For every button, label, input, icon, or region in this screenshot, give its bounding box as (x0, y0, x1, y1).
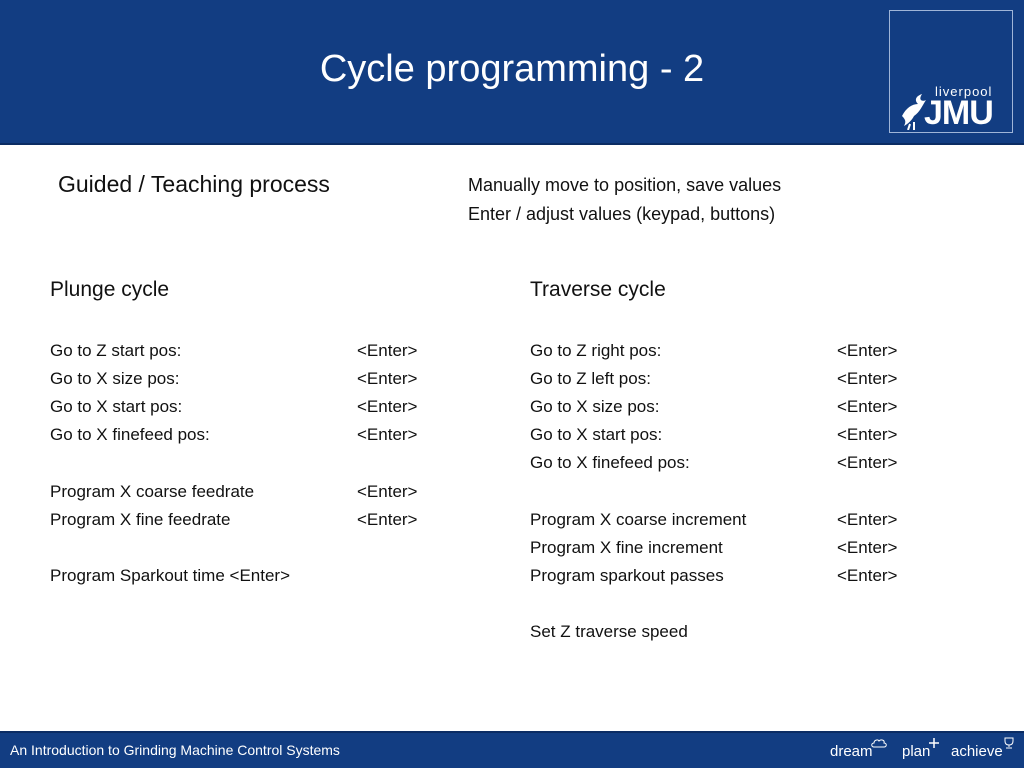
traverse-cycle-title: Traverse cycle (530, 278, 666, 301)
traverse-row-label: Go to Z left pos: (530, 369, 651, 388)
traverse-row-key: <Enter> (837, 453, 898, 472)
liver-bird-icon (902, 94, 926, 130)
trophy-icon (1004, 737, 1014, 749)
plunge-cycle-title: Plunge cycle (50, 278, 170, 301)
plunge-row-key: <Enter> (357, 341, 418, 360)
plunge-row-key: <Enter> (357, 510, 418, 529)
plunge-row-label: Program X coarse feedrate (50, 482, 255, 501)
traverse-row-key: <Enter> (837, 369, 898, 388)
footer-bar: An Introduction to Grinding Machine Cont… (0, 731, 1024, 768)
traverse-row-key: <Enter> (837, 538, 898, 557)
plunge-row-key: <Enter> (357, 397, 418, 416)
traverse-row-key: <Enter> (837, 341, 898, 360)
slide-content: Guided / Teaching process Manually move … (0, 145, 1024, 731)
traverse-row-key: <Enter> (837, 397, 898, 416)
traverse-row-label: Go to X finefeed pos: (530, 453, 690, 472)
traverse-row-label: Program sparkout passes (530, 566, 724, 585)
traverse-row-label: Program X coarse increment (530, 510, 747, 529)
logo-liverpool-text: liverpool (935, 84, 993, 99)
footer-course-title: An Introduction to Grinding Machine Cont… (10, 742, 340, 758)
plunge-row-label: Program Sparkout time <Enter> (50, 566, 291, 585)
header-bar: Cycle programming - 2 liverpool JMU (0, 0, 1024, 145)
plunge-row-key: <Enter> (357, 425, 418, 444)
tagline-achieve: achieve (951, 737, 1014, 760)
plunge-row-label: Go to X start pos: (50, 397, 183, 416)
traverse-row-label: Go to X size pos: (530, 397, 660, 416)
tagline-dream: dream (830, 739, 887, 760)
plunge-row-label: Go to X finefeed pos: (50, 425, 210, 444)
plunge-row-label: Go to Z start pos: (50, 341, 182, 360)
plunge-row-label: Go to X size pos: (50, 369, 180, 388)
traverse-row-key: <Enter> (837, 566, 898, 585)
traverse-row-label: Go to Z right pos: (530, 341, 662, 360)
plus-icon (929, 738, 939, 748)
manual-line-1: Manually move to position, save values (468, 175, 782, 195)
slide-title: Cycle programming - 2 (319, 48, 705, 90)
plunge-row-key: <Enter> (357, 482, 418, 501)
tagline-achieve-text: achieve (951, 743, 1003, 760)
tagline-dream-text: dream (830, 743, 873, 760)
traverse-row-label: Set Z traverse speed (530, 622, 688, 641)
cloud-icon (871, 739, 887, 748)
traverse-row-label: Program X fine increment (530, 538, 723, 557)
plunge-row-label: Program X fine feedrate (50, 510, 231, 529)
guided-heading: Guided / Teaching process (58, 171, 330, 197)
tagline-plan-text: plan (902, 743, 931, 760)
jmu-logo: liverpool JMU (889, 10, 1013, 133)
plunge-row-key: <Enter> (357, 369, 418, 388)
traverse-row-key: <Enter> (837, 510, 898, 529)
manual-line-2: Enter / adjust values (keypad, buttons) (468, 204, 776, 224)
tagline-plan: plan (902, 738, 939, 760)
traverse-row-key: <Enter> (837, 425, 898, 444)
traverse-row-label: Go to X start pos: (530, 425, 663, 444)
logo-jmu-text: JMU (924, 94, 994, 132)
